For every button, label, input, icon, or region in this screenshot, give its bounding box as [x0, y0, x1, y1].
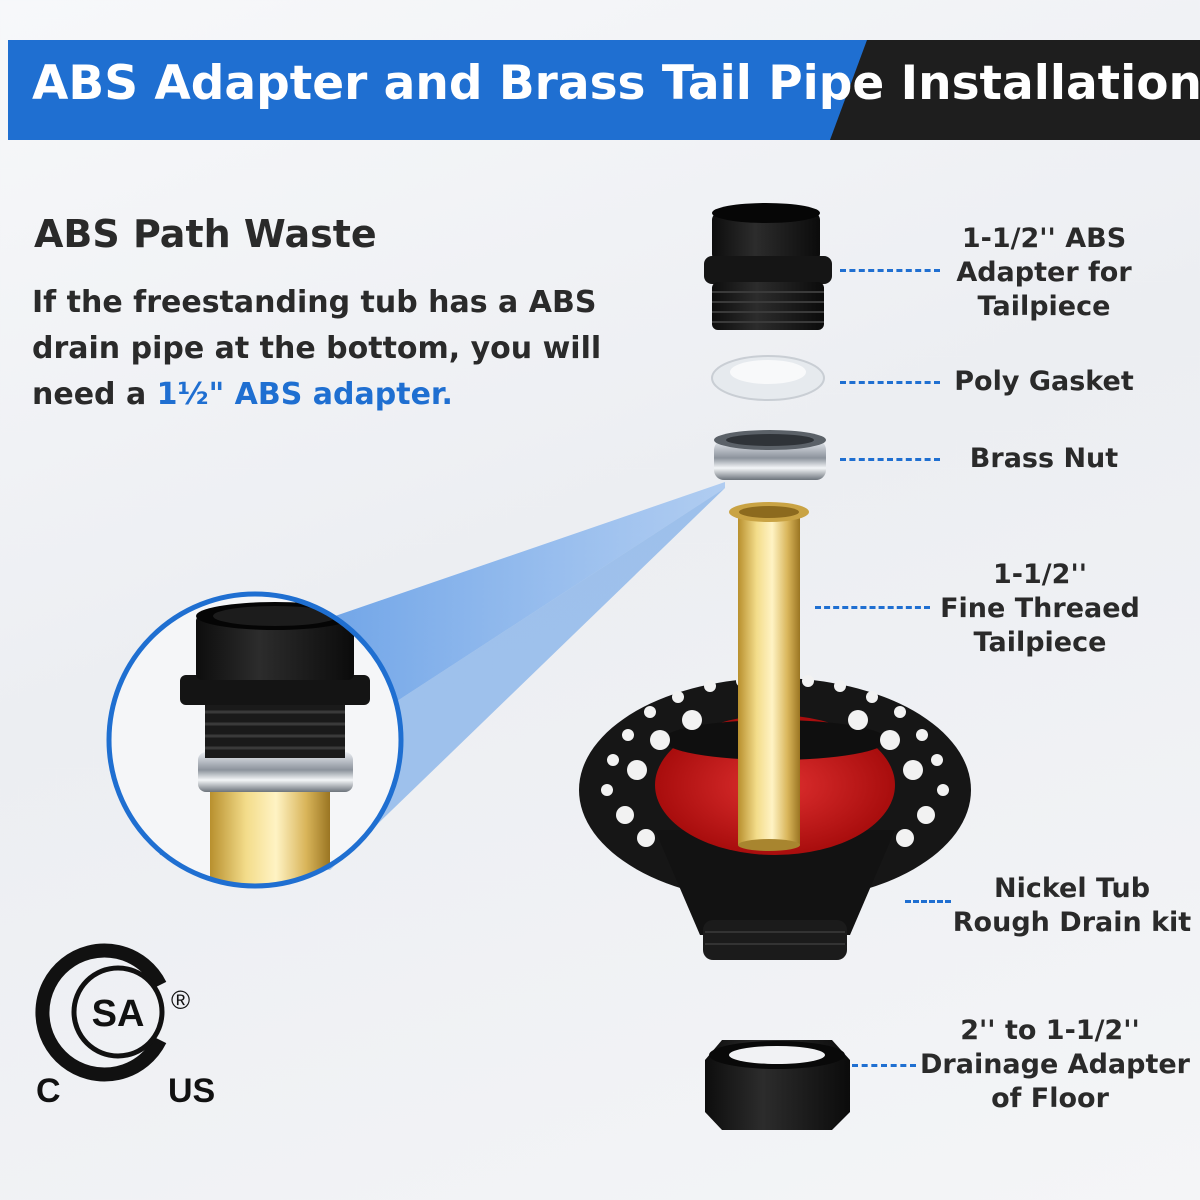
label-line: 1-1/2'': [993, 559, 1087, 590]
brass-nut-part: [714, 430, 826, 480]
zoom-circle: [106, 591, 404, 889]
label-line: Tailpiece: [977, 291, 1111, 322]
label-line: Poly Gasket: [954, 366, 1134, 397]
leader-line-drain-kit: [905, 900, 951, 903]
leader-line-brass-nut: [840, 458, 940, 461]
label-abs-adapter: 1-1/2'' ABS Adapter for Tailpiece: [944, 222, 1144, 324]
label-drain-kit: Nickel Tub Rough Drain kit: [952, 872, 1192, 940]
title-banner: ABS Adapter and Brass Tail Pipe Installa…: [0, 0, 1200, 150]
leader-line-abs-adapter: [840, 269, 940, 272]
label-line: Tailpiece: [973, 627, 1107, 658]
description-text: If the freestanding tub has a ABS drain …: [32, 285, 602, 412]
label-line: of Floor: [991, 1083, 1109, 1114]
label-line: Brass Nut: [969, 443, 1119, 474]
section-description: If the freestanding tub has a ABS drain …: [32, 280, 652, 418]
description-highlight: 1½" ABS adapter.: [156, 377, 453, 412]
label-line: Fine Threaed: [940, 593, 1140, 624]
registered-mark: ®: [171, 985, 191, 1015]
leader-line-floor-adapter: [852, 1064, 916, 1067]
floor-adapter-part: [705, 1040, 850, 1130]
csa-us-label: US: [168, 1072, 216, 1110]
label-line: 2'' to 1-1/2'': [960, 1015, 1140, 1046]
label-tailpiece: 1-1/2'' Fine Threaed Tailpiece: [932, 558, 1148, 660]
leader-line-poly-gasket: [840, 381, 940, 384]
page-title: ABS Adapter and Brass Tail Pipe Installa…: [32, 56, 1200, 111]
label-poly-gasket: Poly Gasket: [944, 365, 1144, 399]
banner-blue-band: [8, 40, 900, 140]
poly-gasket-part: [711, 355, 825, 401]
label-line: 1-1/2'' ABS: [961, 223, 1127, 254]
csa-logo-letters: SA: [92, 993, 145, 1035]
csa-c-label: C: [36, 1072, 61, 1110]
label-line: Rough Drain kit: [952, 907, 1192, 938]
section-heading: ABS Path Waste: [34, 212, 377, 256]
label-line: Drainage Adapter: [920, 1049, 1190, 1080]
csa-logo: [35, 943, 167, 1082]
leader-line-tailpiece: [815, 606, 930, 609]
label-line: Nickel Tub: [993, 873, 1151, 904]
label-brass-nut: Brass Nut: [944, 442, 1144, 476]
abs-adapter-part: [704, 203, 832, 330]
banner-dark-band: [830, 40, 1200, 140]
label-floor-adapter: 2'' to 1-1/2'' Drainage Adapter of Floor: [920, 1014, 1190, 1116]
label-line: Adapter for: [956, 257, 1132, 288]
tailpiece-part: [729, 502, 809, 851]
